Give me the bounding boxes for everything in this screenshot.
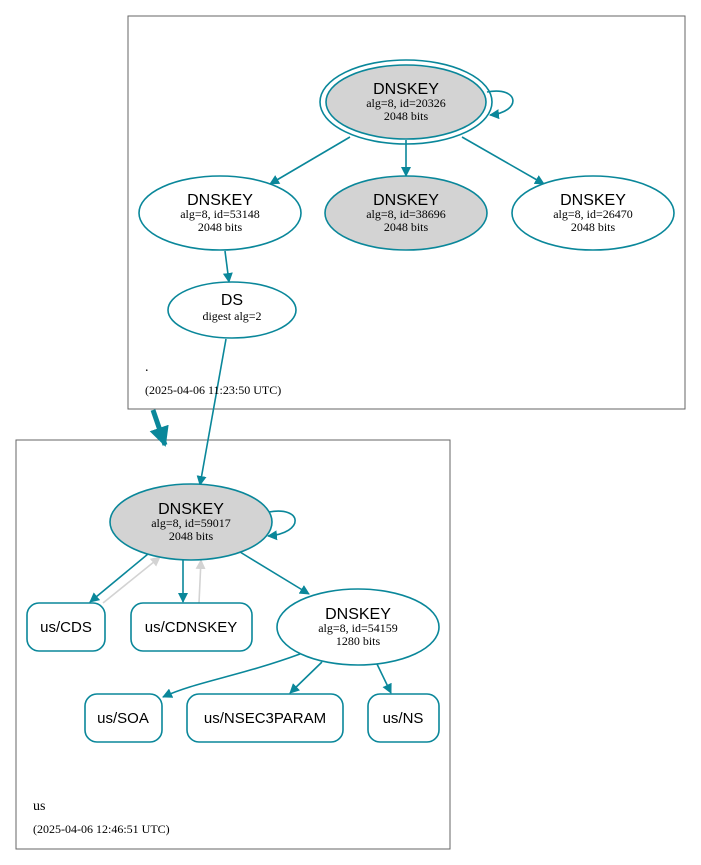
node-root-38696-title: DNSKEY (373, 192, 439, 209)
node-us-zsk-line1: alg=8, id=54159 (318, 621, 398, 635)
node-us-zsk: DNSKEY alg=8, id=54159 1280 bits (276, 588, 440, 666)
node-us-ksk-title: DNSKEY (158, 501, 224, 518)
node-root-ksk-line1: alg=8, id=20326 (366, 96, 446, 110)
rrset-cds-label: us/CDS (40, 619, 92, 636)
node-us-ksk: DNSKEY alg=8, id=59017 2048 bits (109, 483, 273, 561)
edge-ds-to-us-ksk (196, 338, 227, 486)
delegation-arrow (149, 409, 169, 447)
edge-zsk-to-ns (376, 663, 392, 694)
edge-53148-to-ds (222, 250, 233, 283)
edge-zsk-to-nsec3param (289, 661, 323, 694)
rrset-nsec3param-label: us/NSEC3PARAM (204, 710, 326, 727)
root-zone-timestamp: (2025-04-06 11:23:50 UTC) (145, 383, 281, 397)
rrset-cdnskey-label: us/CDNSKEY (145, 619, 238, 636)
us-zone-cluster (15, 439, 451, 850)
node-root-53148-line1: alg=8, id=53148 (180, 207, 260, 221)
node-ds: DS digest alg=2 (167, 281, 297, 339)
rrset-soa: us/SOA (84, 693, 163, 743)
rrset-cdnskey: us/CDNSKEY (130, 602, 253, 652)
rrset-cds: us/CDS (26, 602, 106, 652)
node-root-ksk: DNSKEY alg=8, id=20326 2048 bits (319, 59, 493, 145)
node-ds-title: DS (221, 292, 243, 309)
rrset-nsec3param: us/NSEC3PARAM (186, 693, 344, 743)
rrset-soa-label: us/SOA (97, 710, 149, 727)
node-ds-line1: digest alg=2 (202, 309, 261, 323)
node-root-26470-line2: 2048 bits (571, 220, 616, 234)
rrset-ns: us/NS (367, 693, 440, 743)
node-us-zsk-line2: 1280 bits (336, 634, 381, 648)
node-us-zsk-title: DNSKEY (325, 606, 391, 623)
node-root-26470-line1: alg=8, id=26470 (553, 207, 633, 221)
node-root-26470-title: DNSKEY (560, 192, 626, 209)
root-zone-name: . (145, 360, 149, 375)
node-root-53148-line2: 2048 bits (198, 220, 243, 234)
edge-cdnskey-to-us-ksk (195, 559, 206, 604)
node-root-38696-line2: 2048 bits (384, 220, 429, 234)
node-root-53148: DNSKEY alg=8, id=53148 2048 bits (138, 175, 302, 251)
us-zone-timestamp: (2025-04-06 12:46:51 UTC) (33, 822, 170, 836)
edge-root-ksk-to-26470 (461, 136, 545, 185)
rrset-ns-label: us/NS (383, 710, 424, 727)
edge-us-ksk-to-cds (89, 553, 149, 603)
node-us-ksk-line1: alg=8, id=59017 (151, 516, 231, 530)
edge-root-ksk-self (486, 90, 514, 120)
edge-us-ksk-self (267, 510, 296, 541)
node-root-ksk-line2: 2048 bits (384, 109, 429, 123)
node-root-26470: DNSKEY alg=8, id=26470 2048 bits (511, 175, 675, 251)
edge-cds-to-us-ksk (102, 556, 161, 604)
node-root-ksk-title: DNSKEY (373, 81, 439, 98)
edge-zsk-to-soa (162, 653, 301, 698)
root-zone-cluster (127, 15, 686, 410)
us-zone-name: us (33, 799, 45, 814)
node-root-38696: DNSKEY alg=8, id=38696 2048 bits (324, 175, 488, 251)
edge-root-ksk-to-53148 (269, 136, 351, 185)
node-root-53148-title: DNSKEY (187, 192, 253, 209)
node-root-38696-line1: alg=8, id=38696 (366, 207, 446, 221)
edge-us-ksk-to-zsk (239, 551, 310, 595)
node-us-ksk-line2: 2048 bits (169, 529, 214, 543)
